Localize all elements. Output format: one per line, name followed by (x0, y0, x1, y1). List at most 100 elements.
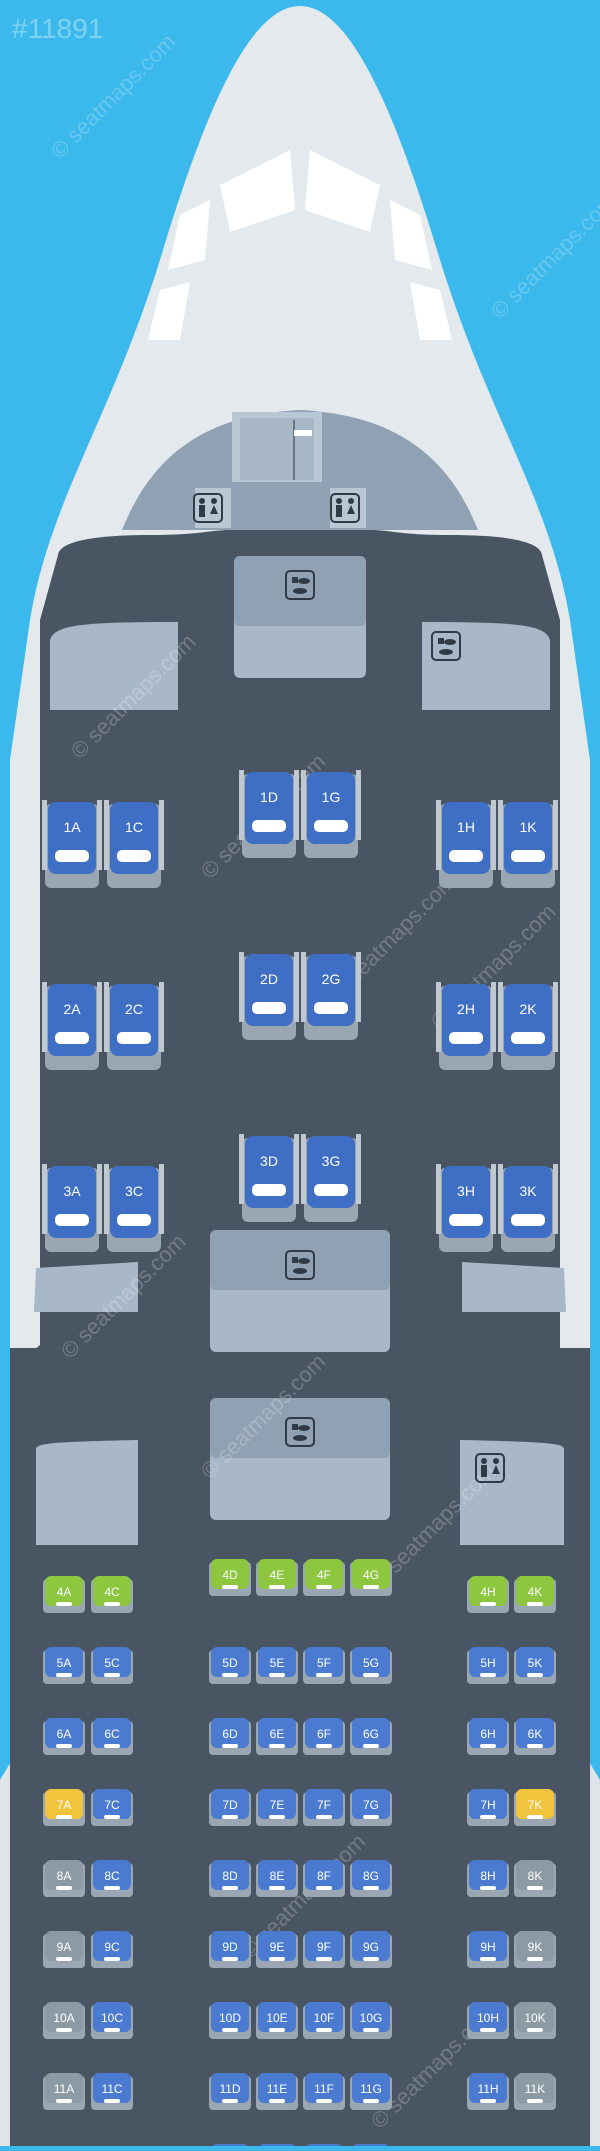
seat-label: 6D (222, 1727, 238, 1741)
seat-4F[interactable]: 4F (303, 1559, 345, 1596)
seat-11H[interactable]: 11H (467, 2073, 509, 2110)
seat-label: 5E (270, 1656, 285, 1670)
seat-7E[interactable]: 7E (256, 1789, 298, 1826)
seat-10A[interactable]: 10A (43, 2002, 85, 2039)
seat-11K[interactable]: 11K (514, 2073, 556, 2110)
seat-2A[interactable]: 2A (42, 982, 102, 1070)
seat-6D[interactable]: 6D (209, 1718, 251, 1755)
seat-9K[interactable]: 9K (514, 1931, 556, 1968)
seat-8F[interactable]: 8F (303, 1860, 345, 1897)
seat-label: 4K (528, 1585, 543, 1599)
seat-9D[interactable]: 9D (209, 1931, 251, 1968)
seat-10F[interactable]: 10F (303, 2002, 345, 2039)
seat-10C[interactable]: 10C (91, 2002, 133, 2039)
economy-closet-left (36, 1440, 138, 1545)
seat-label: 5K (528, 1656, 543, 1670)
seat-7D[interactable]: 7D (209, 1789, 251, 1826)
seat-4D[interactable]: 4D (209, 1559, 251, 1596)
seat-10H[interactable]: 10H (467, 2002, 509, 2039)
seat-label: 2H (457, 1001, 475, 1017)
seat-4K[interactable]: 4K (514, 1576, 556, 1613)
seat-4G[interactable]: 4G (350, 1559, 392, 1596)
seat-label: 1K (519, 819, 537, 835)
seat-label: 7K (528, 1798, 543, 1812)
seat-7K[interactable]: 7K (514, 1789, 556, 1826)
seat-2H[interactable]: 2H (436, 982, 496, 1070)
seat-6F[interactable]: 6F (303, 1718, 345, 1755)
seat-9A[interactable]: 9A (43, 1931, 85, 1968)
seat-3K[interactable]: 3K (498, 1164, 558, 1252)
seat-9F[interactable]: 9F (303, 1931, 345, 1968)
seat-5H[interactable]: 5H (467, 1647, 509, 1684)
seat-5C[interactable]: 5C (91, 1647, 133, 1684)
seat-2K[interactable]: 2K (498, 982, 558, 1070)
seat-10E[interactable]: 10E (256, 2002, 298, 2039)
seat-9C[interactable]: 9C (91, 1931, 133, 1968)
seat-1D[interactable]: 1D (239, 770, 299, 858)
seat-3A[interactable]: 3A (42, 1164, 102, 1252)
seat-label: 3K (519, 1183, 537, 1199)
seat-2D[interactable]: 2D (239, 952, 299, 1040)
seat-6E[interactable]: 6E (256, 1718, 298, 1755)
seat-label: 9A (57, 1940, 72, 1954)
galley-icon (285, 1417, 315, 1447)
seat-7G[interactable]: 7G (350, 1789, 392, 1826)
seat-8K[interactable]: 8K (514, 1860, 556, 1897)
seat-6H[interactable]: 6H (467, 1718, 509, 1755)
seat-5F[interactable]: 5F (303, 1647, 345, 1684)
seat-8D[interactable]: 8D (209, 1860, 251, 1897)
seat-5K[interactable]: 5K (514, 1647, 556, 1684)
seat-label: 11C (101, 2082, 122, 2096)
seat-6K[interactable]: 6K (514, 1718, 556, 1755)
seat-1H[interactable]: 1H (436, 800, 496, 888)
seat-2C[interactable]: 2C (104, 982, 164, 1070)
seat-7H[interactable]: 7H (467, 1789, 509, 1826)
seat-3D[interactable]: 3D (239, 1134, 299, 1222)
seat-11F[interactable]: 11F (303, 2073, 345, 2110)
seat-1G[interactable]: 1G (301, 770, 361, 858)
seat-7C[interactable]: 7C (91, 1789, 133, 1826)
seat-10D[interactable]: 10D (209, 2002, 251, 2039)
seat-11G[interactable]: 11G (350, 2073, 392, 2110)
seat-4C[interactable]: 4C (91, 1576, 133, 1613)
seat-5A[interactable]: 5A (43, 1647, 85, 1684)
seat-9H[interactable]: 9H (467, 1931, 509, 1968)
seat-3H[interactable]: 3H (436, 1164, 496, 1252)
seat-11D[interactable]: 11D (209, 2073, 251, 2110)
seat-6G[interactable]: 6G (350, 1718, 392, 1755)
seat-5E[interactable]: 5E (256, 1647, 298, 1684)
seat-label: 8D (222, 1869, 238, 1883)
seat-3G[interactable]: 3G (301, 1134, 361, 1222)
lavatory-icon (475, 1453, 505, 1483)
seat-9E[interactable]: 9E (256, 1931, 298, 1968)
seat-6A[interactable]: 6A (43, 1718, 85, 1755)
seat-7A[interactable]: 7A (43, 1789, 85, 1826)
seat-1K[interactable]: 1K (498, 800, 558, 888)
seat-8C[interactable]: 8C (91, 1860, 133, 1897)
seat-9G[interactable]: 9G (350, 1931, 392, 1968)
seat-11A[interactable]: 11A (43, 2073, 85, 2110)
seat-1A[interactable]: 1A (42, 800, 102, 888)
seat-5D[interactable]: 5D (209, 1647, 251, 1684)
seat-5G[interactable]: 5G (350, 1647, 392, 1684)
seat-8G[interactable]: 8G (350, 1860, 392, 1897)
seat-label: 3D (260, 1153, 278, 1169)
seat-label: 1G (322, 789, 341, 805)
seat-label: 4F (317, 1568, 331, 1582)
seat-10G[interactable]: 10G (350, 2002, 392, 2039)
seat-8E[interactable]: 8E (256, 1860, 298, 1897)
seat-8H[interactable]: 8H (467, 1860, 509, 1897)
seat-2G[interactable]: 2G (301, 952, 361, 1040)
seat-7F[interactable]: 7F (303, 1789, 345, 1826)
seat-label: 3A (63, 1183, 81, 1199)
seat-6C[interactable]: 6C (91, 1718, 133, 1755)
seat-1C[interactable]: 1C (104, 800, 164, 888)
seat-8A[interactable]: 8A (43, 1860, 85, 1897)
seat-10K[interactable]: 10K (514, 2002, 556, 2039)
seat-4E[interactable]: 4E (256, 1559, 298, 1596)
seat-11E[interactable]: 11E (256, 2073, 298, 2110)
seat-3C[interactable]: 3C (104, 1164, 164, 1252)
seat-11C[interactable]: 11C (91, 2073, 133, 2110)
seat-4H[interactable]: 4H (467, 1576, 509, 1613)
seat-4A[interactable]: 4A (43, 1576, 85, 1613)
